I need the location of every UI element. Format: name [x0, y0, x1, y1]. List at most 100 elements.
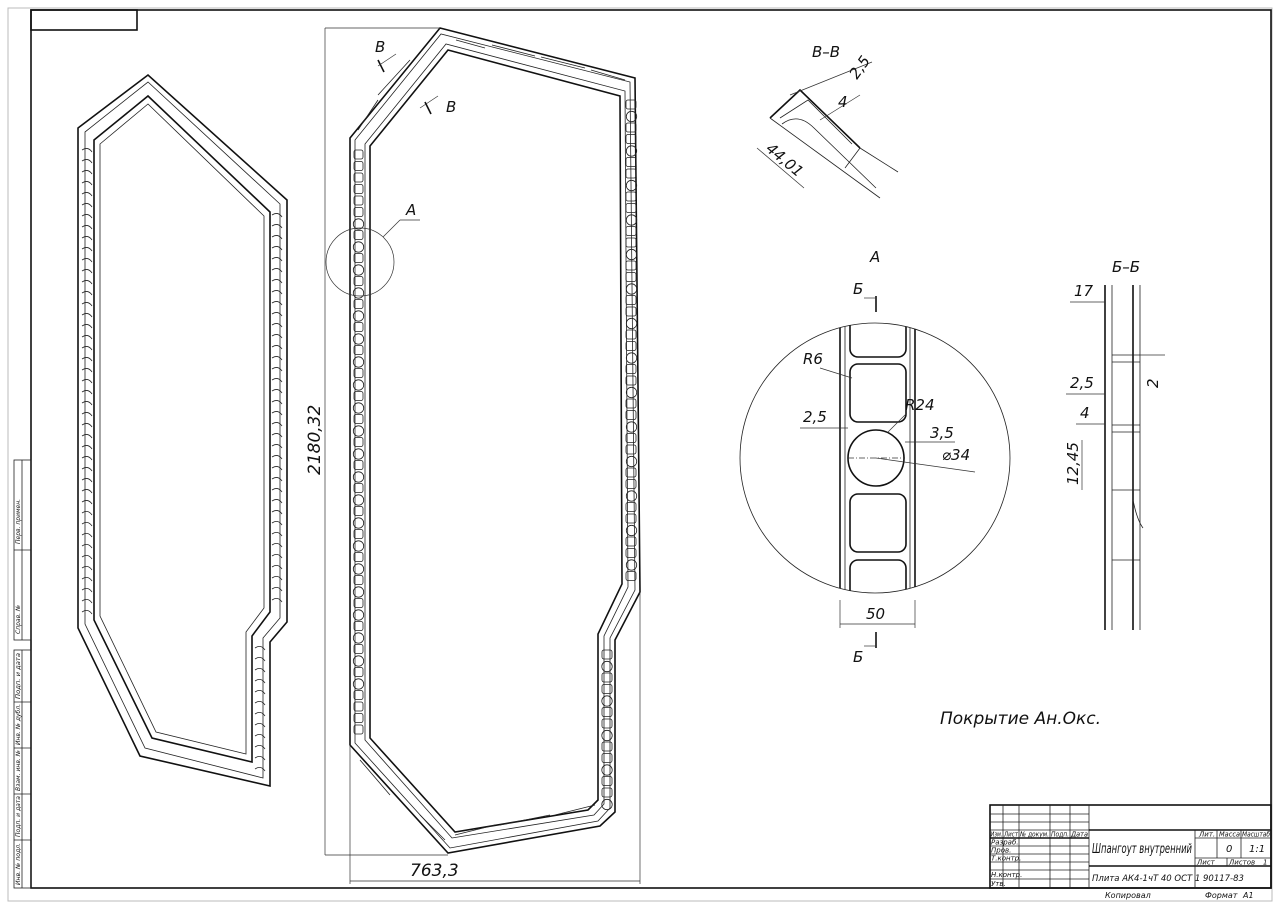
iso-rib: [81, 379, 93, 384]
rib: [491, 44, 536, 57]
iso-rib: [271, 213, 283, 218]
cut-v-label-2: В: [446, 98, 456, 116]
pocket: [353, 701, 364, 712]
bb-dim-4: 4: [1080, 404, 1090, 422]
iso-rib: [271, 598, 283, 603]
pocket: [625, 134, 637, 144]
iso-rib: [254, 767, 266, 772]
pocket: [601, 718, 613, 729]
lightening-hole: [601, 695, 613, 707]
lightening-hole: [352, 494, 365, 506]
pocket: [625, 295, 637, 305]
iso-rib: [271, 367, 283, 372]
dimension-width: 763,3: [349, 592, 641, 884]
iso-rib: [271, 532, 283, 537]
iso-rib: [81, 203, 93, 208]
iso-rib: [271, 444, 283, 449]
iso-rib: [81, 390, 93, 395]
lightening-hole: [352, 517, 365, 529]
iso-rib: [271, 499, 283, 504]
lightening-hole: [352, 218, 365, 230]
iso-rib: [81, 357, 93, 362]
iso-rib: [81, 258, 93, 263]
rib: [455, 39, 486, 49]
iso-rib: [271, 290, 283, 295]
iso-rib: [81, 247, 93, 252]
iso-rib: [271, 510, 283, 515]
pocket: [353, 724, 364, 735]
corner-box: [30, 9, 138, 31]
iso-rib: [271, 268, 283, 273]
tb-data: Дата: [1070, 831, 1088, 839]
pocket: [625, 272, 637, 282]
tb-podp: Подп.: [1051, 831, 1069, 839]
detail-a-marker: А: [325, 201, 420, 297]
lightening-hole: [625, 524, 638, 537]
iso-rib: [81, 192, 93, 197]
iso-rib: [81, 280, 93, 285]
iso-rib: [271, 521, 283, 526]
pocket: [353, 713, 364, 723]
pocket: [601, 776, 613, 786]
iso-rib: [81, 236, 93, 241]
tb-mass: Масса: [1219, 831, 1240, 839]
pocket: [353, 575, 364, 585]
tb-mass-value: 0: [1226, 844, 1232, 855]
isometric-view: [77, 73, 288, 788]
pocket: [353, 690, 364, 700]
tb-material: Плита АК4-1чТ 40 ОСТ 1 90117-83: [1092, 874, 1244, 884]
pocket: [353, 460, 364, 470]
tb-title: Шпангоут внутренний: [1092, 842, 1192, 857]
tb-copied: Копировал: [1105, 891, 1151, 900]
lightening-hole: [625, 248, 638, 261]
iso-rib: [271, 455, 283, 460]
rib: [590, 69, 626, 81]
dim-height-label: 2180,32: [305, 405, 325, 475]
iso-rib: [81, 225, 93, 230]
lightening-hole: [352, 540, 365, 552]
pocket: [625, 364, 637, 374]
a-dim-d34: ⌀34: [942, 446, 970, 464]
iso-rib: [81, 555, 93, 560]
lightening-hole: [352, 402, 365, 414]
lightening-hole: [625, 145, 638, 157]
iso-rib: [81, 577, 93, 582]
pocket: [353, 552, 364, 562]
pocket: [625, 548, 637, 558]
pocket: [353, 345, 364, 355]
section-vv: В–В 2,5 4 44,01: [756, 43, 899, 199]
iso-rib: [81, 500, 93, 505]
pocket: [353, 368, 364, 378]
pocket: [601, 787, 613, 798]
pocket: [625, 306, 637, 317]
cut-b-label-bottom: Б: [853, 648, 863, 666]
stamp-podp-data-1: Подп. и дата: [15, 653, 22, 699]
pocket: [625, 191, 637, 202]
margin-stamps: Перв. примен. Справ. № Подп. и дата Инв.…: [13, 459, 32, 889]
iso-rib: [81, 368, 93, 373]
cut-v-label-1: В: [375, 38, 385, 56]
iso-rib: [81, 467, 93, 472]
pocket: [625, 329, 637, 340]
iso-rib: [81, 489, 93, 494]
iso-rib: [81, 324, 93, 329]
pocket: [353, 437, 364, 447]
iso-rib: [271, 224, 283, 229]
pocket: [625, 203, 637, 213]
tb-nkontr: Н.контр.: [991, 871, 1022, 879]
pocket: [353, 529, 364, 539]
iso-rib: [271, 400, 283, 405]
pocket: [625, 157, 637, 167]
lightening-hole: [352, 425, 365, 437]
pocket: [601, 649, 613, 660]
iso-rib: [271, 312, 283, 317]
drawing-frame: [30, 9, 1272, 889]
pocket: [625, 99, 637, 110]
pocket: [353, 207, 364, 217]
rib: [554, 804, 596, 816]
lightening-hole: [352, 241, 365, 253]
bb-dim-2-5: 2,5: [1070, 374, 1094, 392]
iso-rib: [81, 302, 93, 307]
iso-rib: [254, 745, 266, 750]
iso-rib: [254, 646, 266, 651]
